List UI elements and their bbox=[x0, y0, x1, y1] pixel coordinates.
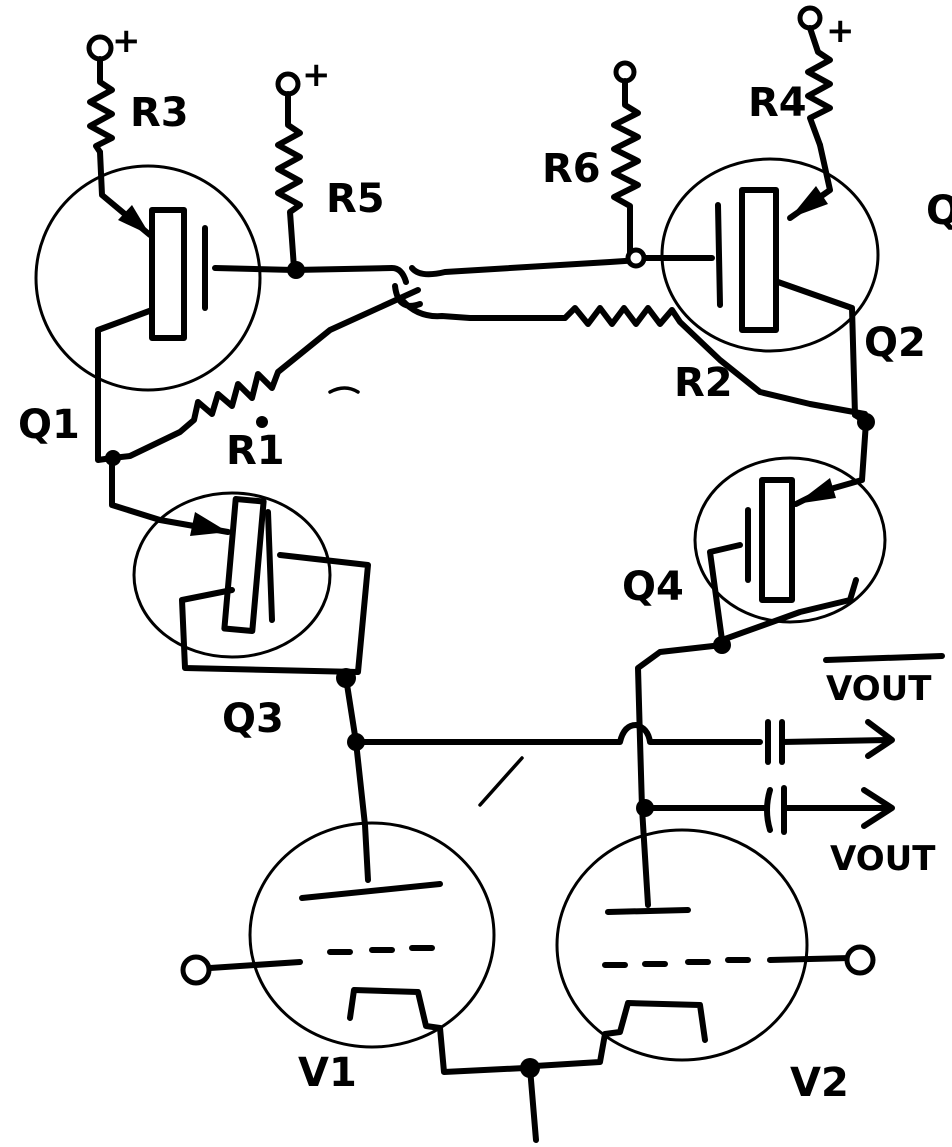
v2-envelope bbox=[555, 828, 809, 1062]
r3-label: R3 bbox=[130, 90, 189, 136]
v2-grid-lead bbox=[767, 955, 853, 963]
v1-label: V1 bbox=[298, 1050, 357, 1096]
q4-label: Q4 bbox=[622, 564, 684, 610]
r6-label: R6 bbox=[542, 146, 601, 192]
q1-label: Q1 bbox=[18, 402, 80, 448]
vout-arrow bbox=[861, 787, 895, 829]
tube-v1 bbox=[180, 821, 528, 1075]
v1-grid bbox=[327, 945, 435, 955]
q2-collector-lead bbox=[775, 279, 858, 418]
r3-zigzag bbox=[87, 56, 115, 155]
q1-envelope bbox=[34, 164, 262, 392]
transistor-q1 bbox=[34, 149, 262, 413]
capacitor-vout-bar bbox=[765, 719, 895, 765]
crossover-hop bbox=[392, 283, 423, 309]
wire-q1-collector-node bbox=[95, 407, 115, 463]
vout-bar-label: VOUT bbox=[826, 669, 932, 709]
vout-bar-line bbox=[779, 737, 891, 745]
v2-label: V2 bbox=[790, 1060, 849, 1106]
r2-zigzag bbox=[562, 305, 868, 417]
resistor-r6 bbox=[611, 60, 647, 269]
q2-label: Q2 bbox=[864, 320, 926, 366]
wire-node-to-q4-emitter bbox=[817, 412, 869, 495]
r5-plus-label: + bbox=[302, 55, 331, 95]
wire-q4-to-v2-plate bbox=[635, 642, 725, 908]
transistor-q2 bbox=[639, 142, 880, 418]
wire-common-cathode-down bbox=[527, 1065, 539, 1143]
r3-plus-label: + bbox=[112, 21, 141, 61]
r1-stray-dot bbox=[256, 416, 268, 428]
r5-label: R5 bbox=[326, 176, 385, 222]
r4-plus-label: + bbox=[826, 11, 855, 51]
q4-envelope bbox=[693, 456, 887, 624]
v2-cathode-lead bbox=[532, 1000, 708, 1069]
stray-mark-2 bbox=[328, 386, 360, 394]
r2-label: R2 bbox=[674, 360, 733, 406]
v1-plate bbox=[299, 881, 443, 901]
wire-q3-to-v1-plate bbox=[343, 675, 371, 883]
q2-body bbox=[739, 187, 779, 333]
r4-label: R4 bbox=[748, 80, 807, 126]
v2-grid-terminal bbox=[844, 944, 876, 976]
node-r6-q2-gate bbox=[625, 247, 647, 269]
stray-mark bbox=[478, 756, 524, 807]
q4-collector-loop bbox=[707, 542, 859, 643]
tube-v2 bbox=[532, 828, 876, 1069]
r6-zigzag bbox=[611, 78, 641, 258]
r1-zigzag bbox=[109, 287, 421, 461]
v1-grid-terminal bbox=[180, 954, 212, 986]
q-cut-label: Q bbox=[926, 188, 952, 234]
vout-bar-arrow bbox=[865, 719, 895, 759]
transistor-q3 bbox=[132, 491, 371, 675]
transistor-q4 bbox=[693, 456, 887, 643]
q3-gate-plate bbox=[265, 509, 275, 623]
v1-grid-lead bbox=[207, 959, 303, 971]
wire-q1-gate-to-crossover bbox=[212, 265, 409, 285]
v2-plate bbox=[605, 907, 691, 915]
r4-zigzag bbox=[805, 25, 833, 148]
wire-crossover-to-q2-gate bbox=[409, 257, 643, 278]
resistor-r4 bbox=[797, 5, 833, 148]
v1-envelope bbox=[248, 821, 496, 1049]
q3-body bbox=[221, 496, 267, 634]
vout-label: VOUT bbox=[830, 839, 936, 879]
q4-body bbox=[759, 477, 795, 603]
vout-bar-overline bbox=[823, 653, 945, 663]
resistor-r2 bbox=[562, 305, 868, 417]
v2-grid bbox=[602, 957, 751, 968]
v1-cathode-lead bbox=[347, 987, 528, 1075]
wire-to-vout-bar-cap bbox=[353, 722, 763, 745]
q4-emitter-arrow bbox=[796, 478, 836, 504]
wire-node-to-q3-emitter bbox=[109, 455, 163, 523]
q1-collector-lead bbox=[95, 307, 155, 413]
capacitor-vout bbox=[764, 785, 895, 835]
q3-emitter-arrow bbox=[190, 512, 228, 536]
q3-envelope bbox=[132, 491, 332, 659]
q3-collector-loop bbox=[179, 552, 371, 675]
wire-crossover-to-r2 bbox=[399, 297, 568, 321]
r5-zigzag bbox=[275, 91, 303, 271]
q2-gate-plate bbox=[715, 202, 723, 308]
q1-body bbox=[149, 207, 187, 341]
q3-label: Q3 bbox=[222, 696, 284, 742]
q2-emitter-arrow bbox=[790, 186, 828, 218]
r3-supply-terminal bbox=[86, 34, 114, 62]
q1-emitter-arrow bbox=[118, 205, 150, 235]
r1-label: R1 bbox=[226, 428, 285, 474]
resistor-r1 bbox=[109, 287, 421, 461]
resistor-r3 bbox=[86, 34, 115, 155]
resistor-r5 bbox=[275, 71, 303, 271]
node-r5-q1-gate bbox=[287, 261, 305, 279]
cap-bottom-plate-a bbox=[764, 787, 773, 833]
